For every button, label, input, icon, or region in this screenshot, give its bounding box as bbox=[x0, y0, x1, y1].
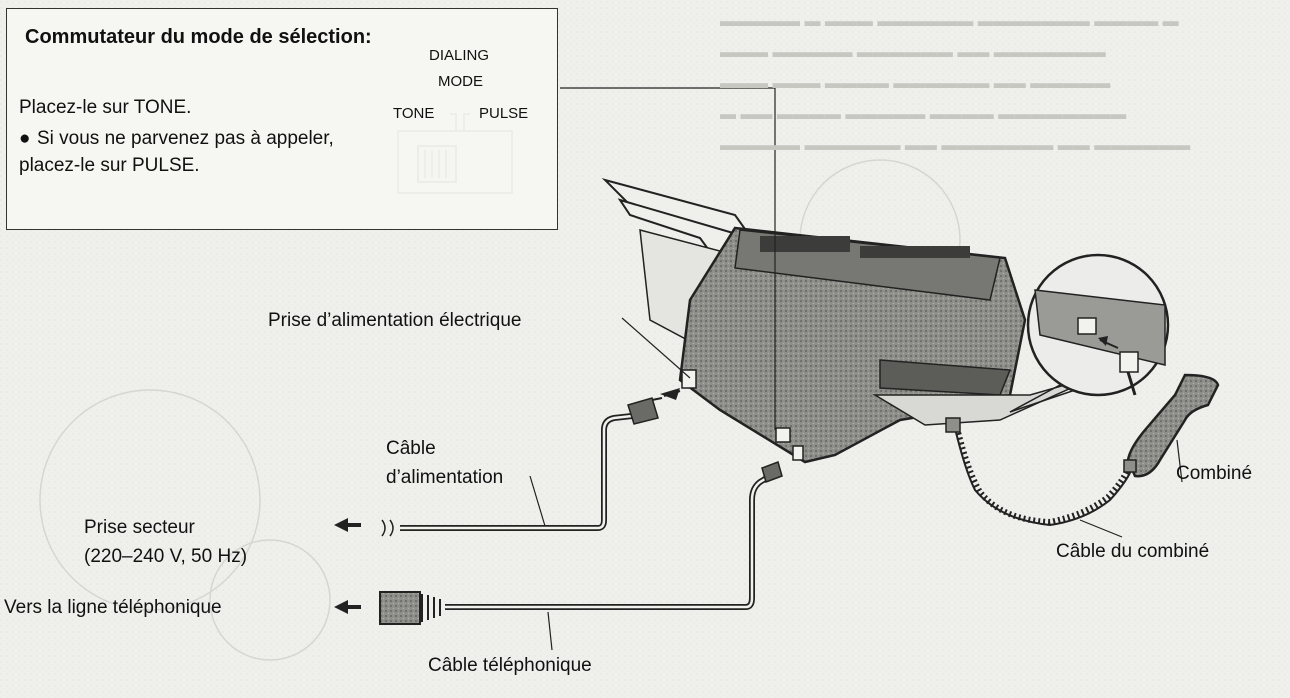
switch-title-line2: MODE bbox=[438, 73, 483, 90]
callout-title: Commutateur du mode de sélection: bbox=[25, 26, 372, 48]
fax-machine bbox=[678, 226, 1101, 464]
switch-pulse-label: PULSE bbox=[479, 105, 529, 122]
callout-leader bbox=[560, 87, 776, 430]
power-cord bbox=[381, 388, 681, 537]
direction-arrows bbox=[334, 518, 361, 614]
handset bbox=[1126, 373, 1220, 483]
switch-title-line1: DIALING bbox=[429, 47, 490, 64]
label-phone-line: Vers la ligne téléphonique bbox=[4, 597, 222, 618]
label-outlet-line1: Prise secteur bbox=[84, 517, 195, 538]
label-power-cord-line1: Câble bbox=[386, 438, 436, 459]
label-outlet-line2: (220–240 V, 50 Hz) bbox=[84, 546, 248, 567]
label-power-inlet: Prise d’alimentation électrique bbox=[268, 310, 522, 331]
label-handset: Combiné bbox=[1176, 463, 1253, 484]
handset-cord bbox=[945, 417, 1137, 538]
callout-instruction: Placez-le sur TONE. bbox=[19, 97, 192, 118]
label-phone-cord: Câble téléphonique bbox=[428, 655, 592, 676]
handset-jack-zoom bbox=[1009, 253, 1170, 413]
label-power-cord-line2: d’alimentation bbox=[386, 467, 504, 488]
callout-bullet: ●Si vous ne parvenez pas à appeler, plac… bbox=[19, 125, 369, 179]
label-handset-cord: Câble du combiné bbox=[1056, 541, 1210, 562]
bleed-through-shapes bbox=[39, 159, 961, 661]
bullet-icon: ● bbox=[19, 128, 31, 149]
dialing-mode-callout: Commutateur du mode de sélection: Placez… bbox=[6, 8, 558, 230]
phone-cord bbox=[379, 461, 783, 651]
callout-bullet-text: Si vous ne parvenez pas à appeler, place… bbox=[19, 128, 334, 176]
switch-tone-label: TONE bbox=[393, 105, 435, 122]
